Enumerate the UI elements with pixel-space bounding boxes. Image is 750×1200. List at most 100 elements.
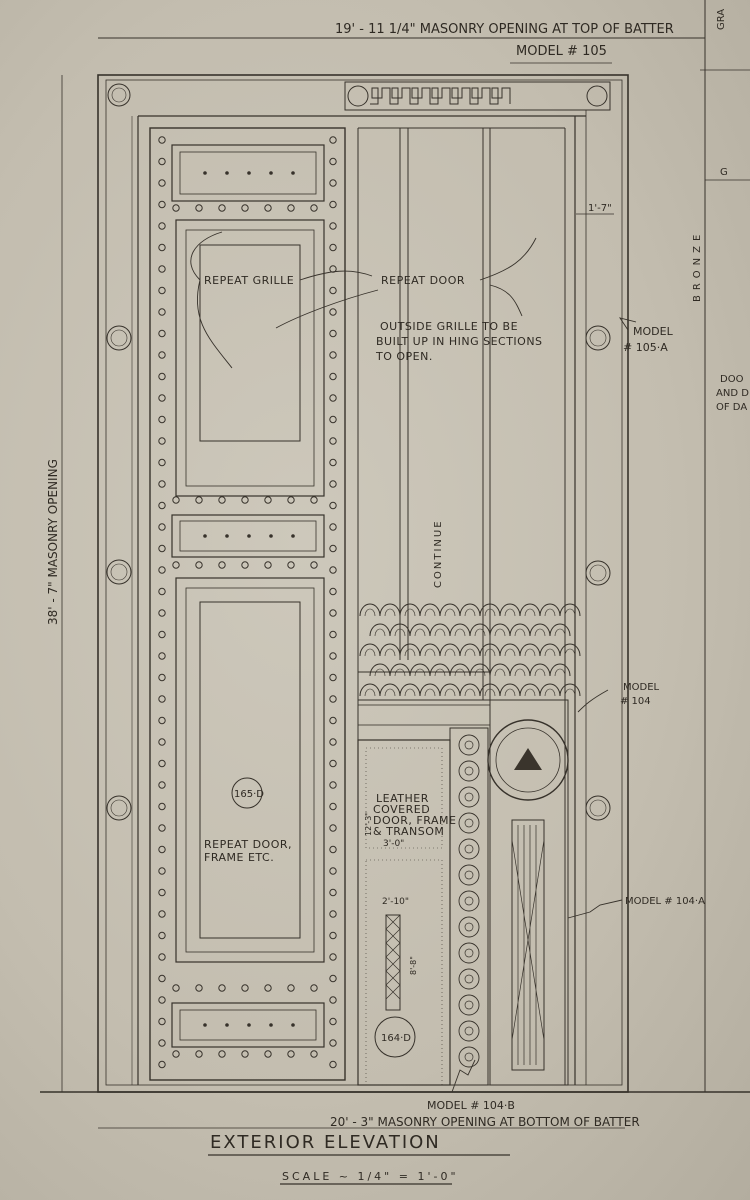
rivet [158, 501, 166, 510]
scale-inner [464, 688, 476, 697]
rivet [329, 329, 337, 338]
scale-inner [424, 688, 436, 697]
rivet [158, 222, 166, 230]
scale [389, 623, 411, 637]
rivet [158, 759, 166, 768]
stud [247, 171, 251, 175]
rivet [158, 716, 166, 725]
scale-inner [544, 688, 556, 697]
scale [489, 623, 511, 637]
rivet [287, 561, 295, 569]
model-104b-label: MODEL # 104·B [427, 1099, 515, 1112]
scale [499, 643, 521, 657]
rivet [329, 136, 337, 144]
rivet [158, 630, 166, 639]
rivet [218, 1050, 226, 1058]
scroll-center [464, 1026, 474, 1036]
scale [539, 603, 561, 617]
rivet [329, 222, 337, 230]
scale [399, 603, 421, 617]
rivet [158, 157, 166, 166]
scale [399, 683, 421, 697]
rivet [329, 394, 337, 402]
rivet [329, 845, 337, 854]
rivet [329, 630, 337, 639]
rivet [195, 1050, 203, 1058]
rivet [329, 996, 337, 1004]
scroll-column [449, 727, 489, 1086]
model-105a-label-1: MODEL [633, 325, 674, 338]
scale-inner [524, 688, 536, 697]
model-105-label: MODEL # 105 [516, 44, 607, 59]
scale-inner [394, 668, 406, 677]
rivet [158, 974, 166, 983]
stud [225, 534, 229, 538]
stud [203, 1023, 207, 1027]
scale [439, 643, 461, 657]
rivet [241, 984, 249, 992]
rivet [195, 204, 203, 212]
repeat-door-note: REPEAT DOOR [381, 274, 465, 287]
leader-arrows [190, 231, 637, 1093]
scale-inner [464, 608, 476, 617]
scale [359, 683, 381, 697]
scale-inner [564, 648, 576, 657]
scale [479, 603, 501, 617]
model-104a-label: MODEL # 104·A [625, 896, 705, 907]
scale [449, 623, 471, 637]
rivet [158, 286, 166, 295]
rivet [264, 204, 272, 212]
rivet [329, 652, 337, 660]
rivet [195, 561, 203, 569]
scale [479, 643, 501, 657]
scale-inner [474, 628, 486, 637]
scale [489, 663, 511, 677]
rivet [264, 1050, 272, 1058]
rivet [329, 974, 337, 983]
stud [269, 1023, 273, 1027]
rivet [329, 1017, 337, 1026]
rivet [241, 204, 249, 212]
scale [439, 683, 461, 697]
scale [389, 663, 411, 677]
scroll-center [464, 974, 474, 984]
scroll-center [464, 1000, 474, 1010]
outside-grille [357, 127, 614, 1085]
scroll [458, 786, 480, 808]
rivet [329, 695, 337, 703]
rivet [172, 204, 180, 212]
rivet [195, 984, 203, 992]
scale-inner [364, 648, 376, 657]
rivet [329, 243, 337, 252]
rivet [329, 480, 337, 488]
rivet [158, 953, 166, 961]
scale [559, 683, 581, 697]
scale-inner [404, 688, 416, 697]
scale-inner [484, 608, 496, 617]
scale-inner [484, 648, 496, 657]
scale-inner [504, 608, 516, 617]
stud [203, 534, 207, 538]
scroll [458, 942, 480, 964]
stud [247, 534, 251, 538]
scroll-center [464, 792, 474, 802]
scale [559, 643, 581, 657]
rivet [241, 1050, 249, 1058]
rivet [329, 931, 337, 940]
scale [459, 683, 481, 697]
rivet [329, 759, 337, 768]
scale [439, 603, 461, 617]
rivet [158, 458, 166, 467]
rivet [158, 265, 166, 273]
scroll-center [464, 740, 474, 750]
rivet [218, 561, 226, 569]
rivet [158, 587, 166, 596]
scale [369, 623, 391, 637]
greek-key-frieze [344, 81, 611, 111]
scale-inner [424, 608, 436, 617]
medallions [106, 83, 611, 821]
scale [469, 623, 491, 637]
drawing-title: EXTERIOR ELEVATION [210, 1132, 441, 1153]
scale [539, 643, 561, 657]
